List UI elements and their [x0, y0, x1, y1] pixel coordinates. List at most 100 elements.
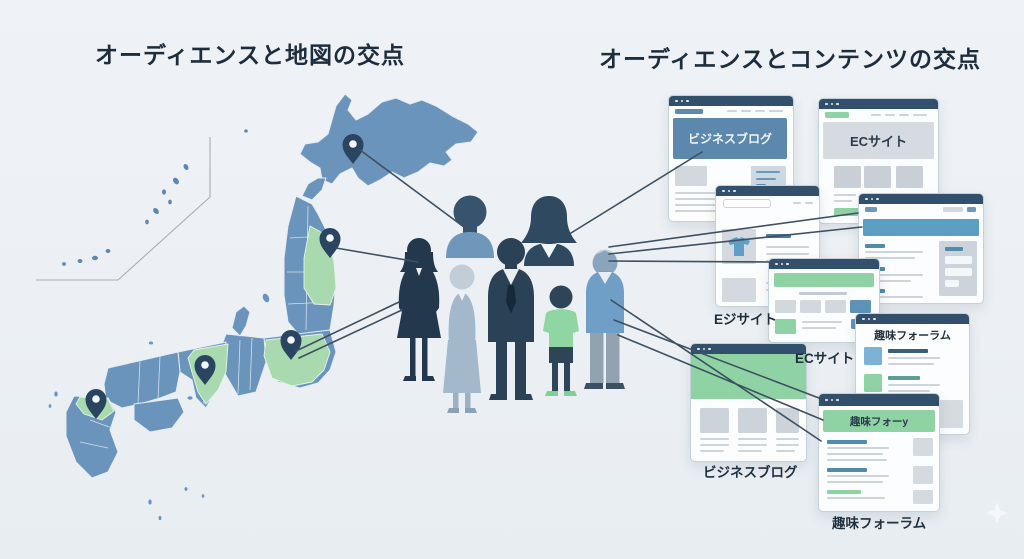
wireframe-heading: [945, 247, 963, 251]
wireframe-line: [675, 210, 719, 213]
window-dot-icon: [865, 197, 868, 201]
article-thumbnail: [776, 408, 799, 433]
left-section-title: オーディエンスと地図の交点: [95, 42, 405, 68]
wireframe-line: [865, 251, 923, 254]
wireframe-line: [827, 497, 885, 500]
window-chrome: [856, 314, 969, 324]
window-dot-icon: [786, 262, 789, 266]
map-pins: [85, 134, 364, 419]
businessman-silhouette: [488, 238, 534, 400]
wireframe-heading: [827, 490, 861, 494]
wireframe-line: [865, 280, 911, 283]
window-dot-icon: [867, 317, 871, 321]
window-dot-icon: [870, 197, 874, 201]
window-dot-icon: [780, 262, 784, 266]
product-block: [775, 319, 796, 334]
window-dot-icon: [702, 347, 706, 351]
wireframe-line: [776, 444, 799, 447]
product-block: [800, 300, 821, 313]
map-pin-tohoku-icon: [319, 228, 341, 258]
connection-line: [295, 301, 400, 352]
wireframe-line: [827, 459, 887, 462]
wireframe-block: [913, 438, 933, 456]
wireframe-line: [756, 171, 780, 174]
wireframe-line: [776, 438, 799, 441]
wireframe-heading: [827, 468, 867, 472]
window-chrome: [669, 96, 793, 106]
man-bust-silhouette: [446, 195, 494, 258]
window-dot-icon: [686, 99, 689, 103]
window-label-ec-site: ECサイト: [795, 351, 855, 366]
wireframe-block: [913, 490, 933, 504]
highlight-kanto: [263, 333, 331, 387]
wireframe-line: [802, 327, 836, 330]
window-dot-icon: [727, 189, 731, 193]
nav-link: [769, 110, 783, 113]
region-chubu: [219, 333, 267, 397]
product-block: [896, 166, 923, 188]
product-image-block: [722, 278, 756, 302]
window-dot-icon: [697, 347, 700, 351]
window-chrome: [691, 344, 806, 354]
audience-group: [397, 195, 625, 413]
nav-link: [899, 114, 909, 117]
map-pin-kyushu-icon: [85, 389, 107, 419]
forum-header: 趣味フォーy: [823, 410, 935, 432]
wireframe-line: [827, 475, 889, 478]
nav-item: [865, 207, 877, 212]
wireframe-line: [888, 357, 940, 360]
nav-item: [943, 207, 963, 212]
map-pin-kansai-icon: [194, 355, 216, 385]
nav-item: [675, 109, 703, 114]
prefecture-borders: [79, 205, 333, 449]
wireframe-line: [756, 178, 776, 181]
wireframe-block: [945, 268, 972, 276]
wireframe-line: [766, 253, 809, 256]
highlight-kansai: [187, 343, 229, 405]
forum-title: 趣味フォーラム: [874, 330, 951, 342]
window-dot-icon: [825, 398, 828, 402]
window-dot-icon: [733, 189, 736, 193]
article-thumbnail: [700, 408, 729, 433]
post-thumbnail: [864, 347, 882, 365]
connection-line: [335, 247, 419, 263]
window-dot-icon: [873, 317, 876, 321]
wireframe-line: [738, 438, 767, 441]
search-bar: [723, 199, 771, 208]
wireframe-heading: [888, 376, 920, 380]
window-dot-icon: [722, 189, 725, 193]
product-block: [864, 166, 891, 188]
wireframe-line: [865, 274, 923, 277]
window-chrome: [769, 259, 879, 269]
nav-item: [967, 207, 976, 212]
hero-banner: ビジネスブログ: [673, 118, 787, 159]
wireframe-line: [675, 204, 731, 207]
wireframe-line: [738, 450, 762, 453]
wireframe-line: [827, 453, 883, 456]
hero-banner: [774, 273, 874, 287]
window-dot-icon: [775, 262, 778, 266]
wireframe-line: [827, 447, 889, 450]
nav-link: [727, 110, 737, 113]
window-dot-icon: [836, 102, 839, 106]
map-pin-hokkaido-icon: [342, 134, 364, 164]
elderly-man-silhouette: [584, 249, 625, 389]
wireframe-heading: [888, 349, 928, 353]
map-pin-kanto-icon: [280, 330, 302, 360]
wireframe-line: [834, 200, 852, 203]
button-block: [834, 208, 859, 216]
wireframe-heading: [827, 440, 867, 444]
nav-link: [755, 110, 765, 113]
region-tohoku: [283, 195, 337, 337]
businesswoman-silhouette: [397, 238, 441, 381]
browser-window-business-blog-bottom: [690, 343, 807, 462]
browser-window-hobby-forum-bottom: 趣味フォーy: [818, 393, 940, 512]
nav-link: [913, 114, 927, 117]
wireframe-line: [738, 444, 767, 447]
nav-item: [825, 112, 849, 118]
hero-banner: [863, 219, 979, 236]
wireframe-line: [799, 292, 847, 295]
wireframe-line: [888, 390, 930, 393]
tshirt-icon: [728, 237, 750, 256]
